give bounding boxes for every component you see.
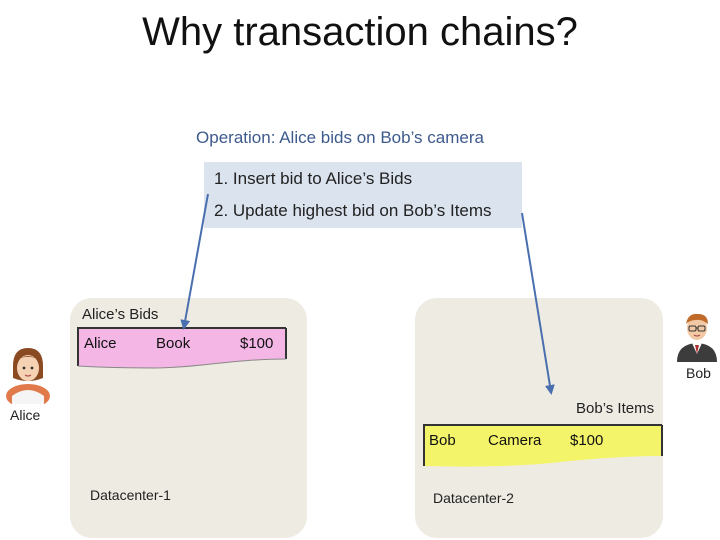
alice-bids-row-fill (78, 329, 286, 368)
datacenter-2-label: Datacenter-2 (433, 490, 514, 506)
steps-box: 1. Insert bid to Alice’s Bids 2. Update … (204, 162, 522, 228)
alice-bids-cell-user: Alice (84, 335, 117, 352)
datacenter-1-label: Datacenter-1 (90, 487, 171, 503)
arrow-to-bob-items (521, 212, 555, 395)
alice-bids-cell-item: Book (156, 335, 191, 352)
alice-bids-cell-amount: $100 (240, 335, 274, 352)
step-2: 2. Update highest bid on Bob’s Items (214, 201, 492, 220)
bob-items-table (423, 424, 663, 467)
bob-items-row-fill (424, 426, 662, 467)
alice-label: Alice (10, 407, 41, 423)
step-1: 1. Insert bid to Alice’s Bids (214, 169, 413, 188)
arrow-to-alice-bids (180, 193, 209, 330)
bob-items-cell-amount: $100 (570, 432, 604, 449)
alice-bids-title: Alice’s Bids (82, 306, 159, 323)
alice-avatar-icon (6, 348, 50, 404)
bob-avatar-icon (677, 313, 717, 362)
bob-items-cell-item: Camera (488, 432, 542, 449)
bob-label: Bob (686, 365, 711, 381)
bob-items-title: Bob’s Items (576, 400, 655, 417)
datacenter-2 (415, 298, 663, 538)
bob-items-cell-user: Bob (429, 432, 456, 449)
slide-title: Why transaction chains? (142, 10, 578, 54)
operation-label: Operation: Alice bids on Bob’s camera (196, 128, 484, 147)
